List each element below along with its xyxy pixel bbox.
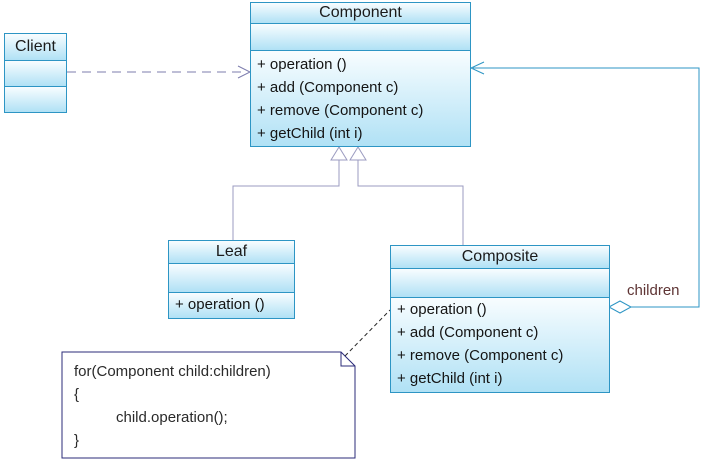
note-connector-line [344,309,391,357]
composite-operation: + operation () [397,301,487,318]
composite-generalization-triangle-icon [349,146,367,161]
leaf-class-name: Leaf [169,241,294,264]
composite-class-name: Composite [391,246,609,269]
composite-operation: + add (Component c) [397,324,539,341]
aggregation-diamond-icon [607,300,633,314]
aggregation-role-label: children [627,282,680,299]
leaf-class-box: Leaf + operation () [168,240,295,319]
aggregation-arrowhead [469,61,485,75]
component-class-box: Component + operation () + add (Componen… [250,2,471,147]
component-attributes-compartment [251,24,470,51]
client-attributes-compartment [5,61,66,87]
note-line: for(Component child:children) [74,363,271,380]
note-shape [61,351,356,459]
leaf-operation: + operation () [175,296,265,313]
note-line: child.operation(); [116,409,228,426]
leaf-attributes-compartment [169,264,294,293]
leaf-generalization-line [232,160,340,240]
code-note: for(Component child:children) { child.op… [74,360,271,452]
composite-operations-compartment: + operation () + add (Component c) + rem… [391,298,609,392]
composite-class-box: Composite + operation () + add (Componen… [390,245,610,393]
component-operation: + add (Component c) [257,79,399,96]
composite-operation: + getChild (int i) [397,370,503,387]
composite-generalization-line [357,160,464,245]
client-class-box: Client [4,33,67,113]
leaf-operations-compartment: + operation () [169,293,294,318]
note-line: { [74,386,80,403]
aggregation-line [473,67,700,308]
component-operation: + getChild (int i) [257,125,363,142]
note-fold-icon [340,352,355,367]
component-operations-compartment: + operation () + add (Component c) + rem… [251,51,470,146]
component-operation: + remove (Component c) [257,102,424,119]
component-operation: + operation () [257,56,347,73]
note-line: } [74,432,80,449]
client-operations-compartment [5,87,66,112]
leaf-generalization-triangle-icon [330,146,348,161]
client-class-name: Client [5,34,66,61]
composite-operation: + remove (Component c) [397,347,564,364]
component-class-name: Component [251,3,470,24]
composite-attributes-compartment [391,269,609,298]
